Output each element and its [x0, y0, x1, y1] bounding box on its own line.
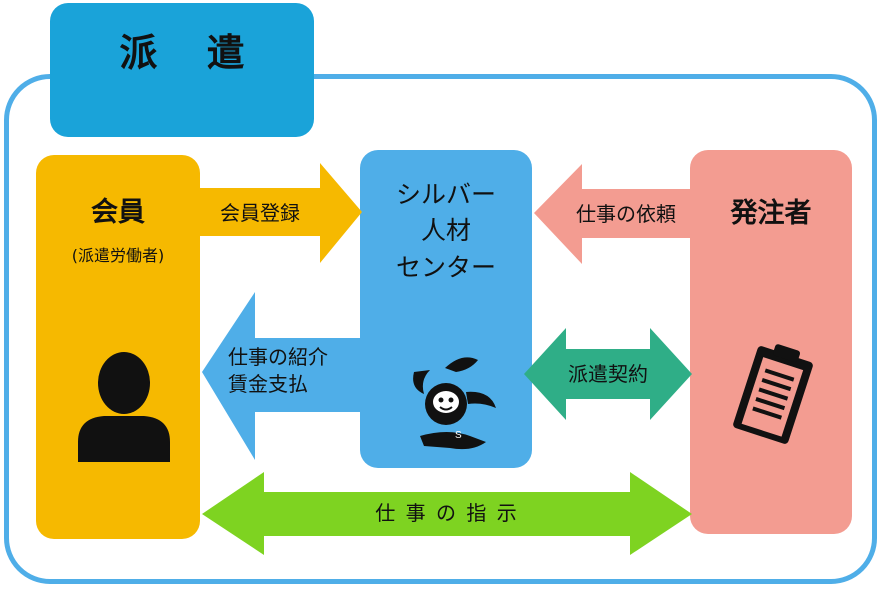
- center-title-line: 人材: [420, 216, 471, 246]
- client-title: 発注者: [730, 198, 812, 229]
- contract-arrow: [524, 328, 692, 420]
- contract-label: 派遣契約: [568, 362, 648, 386]
- diagram-title: 派 遣: [119, 31, 263, 75]
- member-box: [36, 155, 200, 539]
- center-title-line: センター: [395, 252, 496, 282]
- introduction-label: 仕事の紹介 賃金支払: [228, 344, 368, 398]
- registration-arrow: [198, 163, 362, 263]
- member-subtitle: (派遣労働者): [71, 246, 165, 265]
- introduction-arrow: [202, 292, 362, 460]
- instruction-arrow: [202, 472, 692, 555]
- member-title: 会員: [91, 197, 145, 228]
- center-title-line: シルバー: [395, 180, 496, 209]
- introduction-label-line: 賃金支払: [228, 372, 308, 396]
- svg-text:S: S: [455, 430, 462, 441]
- person-icon: [78, 352, 170, 462]
- introduction-label-line: 仕事の紹介: [228, 345, 328, 369]
- title-box: [50, 3, 314, 137]
- request-label: 仕事の依頼: [576, 202, 676, 226]
- registration-label: 会員登録: [220, 201, 300, 225]
- center-title: シルバー 人材 センター: [360, 177, 532, 286]
- clipboard-icon: [733, 344, 813, 444]
- dispatch-frame: [4, 74, 877, 584]
- mascot-logo: S: [413, 357, 496, 450]
- client-box: [690, 150, 852, 534]
- request-arrow: [534, 164, 692, 264]
- instruction-label: 仕 事 の 指 示: [375, 501, 519, 525]
